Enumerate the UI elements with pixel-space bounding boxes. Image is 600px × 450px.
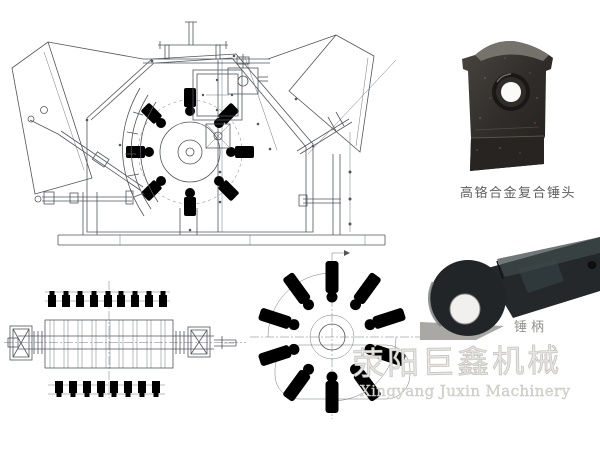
hammer-handle-caption: 锤柄: [514, 320, 549, 335]
hammer-row-bottom: [55, 368, 160, 397]
grate-liner: [122, 87, 159, 217]
right-feed-chute: [267, 34, 375, 153]
handle-eye-hole: [450, 294, 480, 324]
rotation-arrow: [344, 250, 350, 256]
top-bolt-assembly: [227, 54, 268, 95]
rotor-discs: [44, 319, 174, 369]
hammer-row-top: [48, 291, 167, 320]
access-door: [192, 69, 243, 121]
rotor-side-view-drawing: [4, 281, 246, 398]
fastener-dots: [85, 54, 315, 232]
left-bearing: [9, 325, 33, 361]
crusher-housing: [86, 53, 314, 233]
feed-inlet: [143, 21, 270, 64]
rotor-end-view-drawing: [250, 250, 426, 419]
handle-pin-hole: [587, 261, 597, 269]
hammer-head-hole: [501, 82, 521, 102]
hammer-handle-photo: [420, 237, 600, 340]
hammer-head-top-face: [475, 40, 549, 61]
liner-plate: [205, 123, 231, 149]
right-bearing: [187, 326, 211, 358]
shaft-collars: [33, 331, 185, 354]
hammer-head-photo: [462, 40, 553, 171]
left-feed-chute: [11, 41, 144, 195]
hammer-head-lower-face: [470, 136, 544, 171]
rotor-assembly: [126, 88, 254, 216]
texture-speckles: [475, 57, 539, 154]
swing-arc-left: [267, 272, 333, 338]
rotor-hub: [309, 314, 355, 360]
swing-arc-right: [331, 336, 397, 402]
hammer-handle-body: [428, 237, 600, 336]
hammer-head-caption: 高铬合金复合锤头: [459, 186, 576, 201]
tie-rods: [27, 59, 397, 232]
bearing-housing-outline: [274, 344, 411, 400]
crusher-front-section-drawing: [11, 21, 397, 246]
base-frame: [57, 154, 386, 246]
